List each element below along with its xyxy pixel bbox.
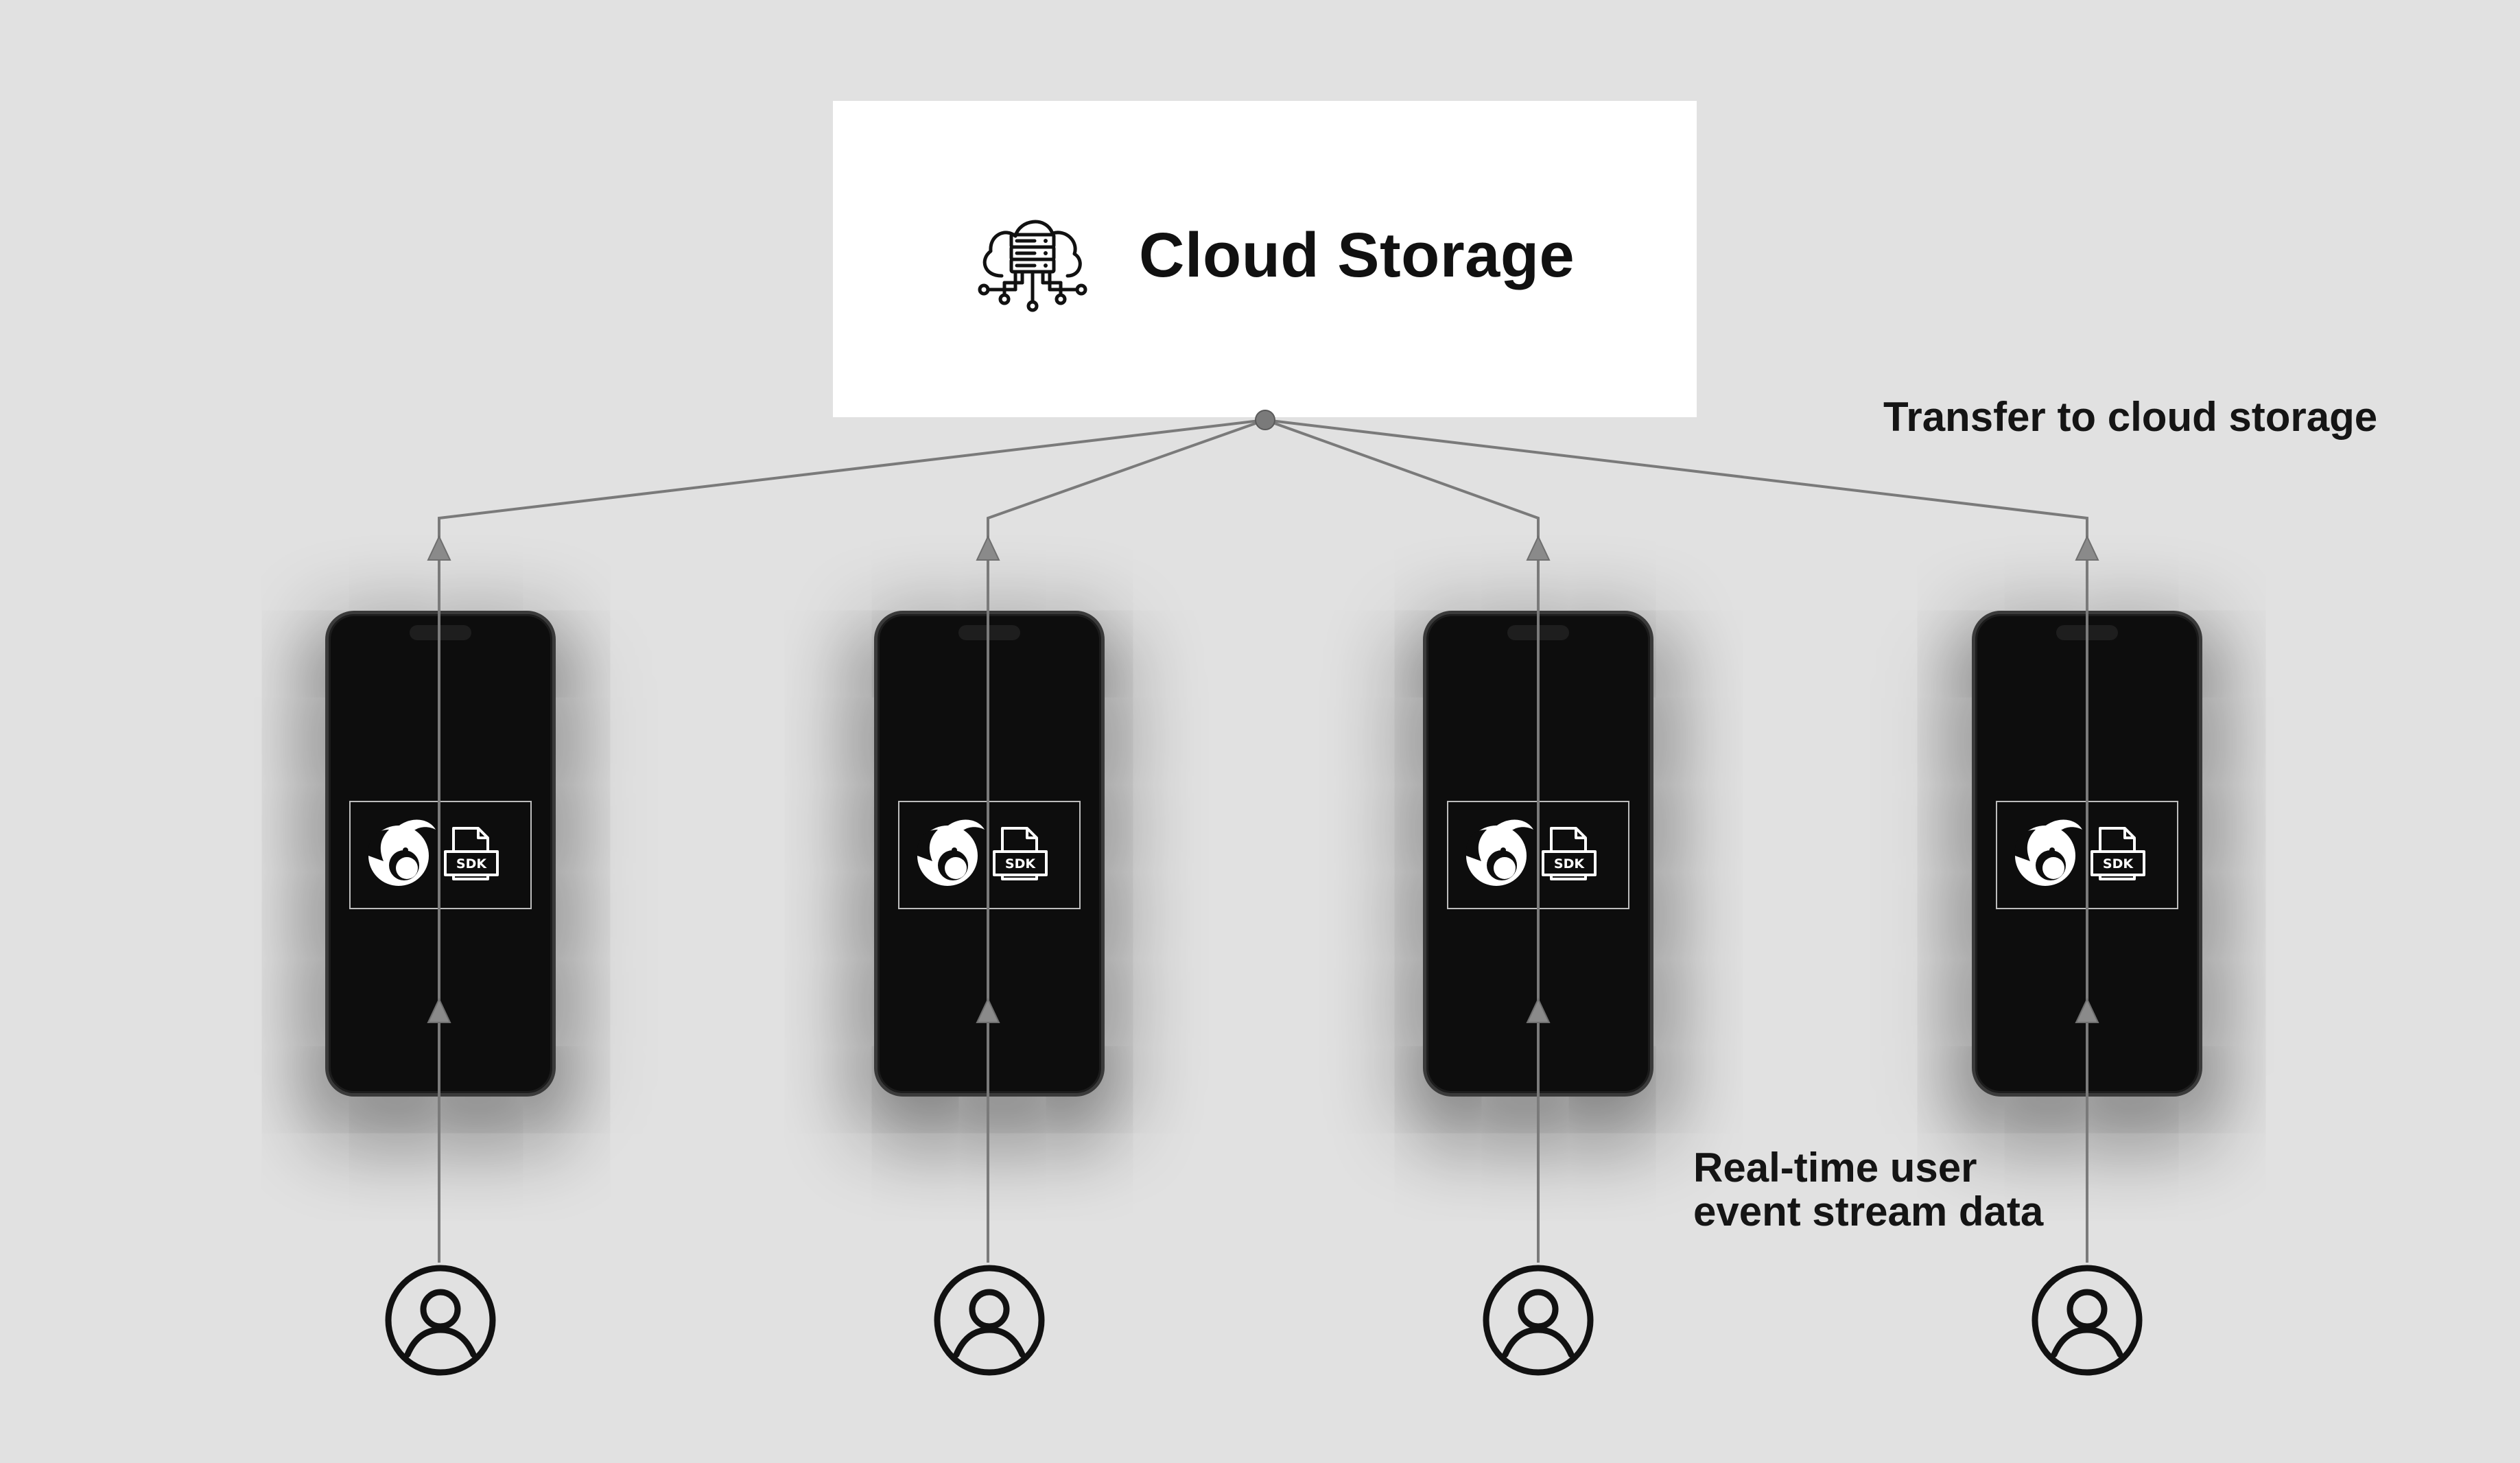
arrow-up-icon <box>976 535 1000 561</box>
arrow-up-icon <box>2075 535 2099 561</box>
cloud-storage-box <box>833 101 1697 417</box>
connector-line-2 <box>987 419 1266 549</box>
sdk-panel: SDK <box>1996 801 2178 909</box>
sdk-text: SDK <box>456 856 487 871</box>
sdk-panel-icons: SDK <box>1465 819 1597 886</box>
sdk-text: SDK <box>1005 856 1036 871</box>
arrow-up-icon <box>1526 997 1551 1023</box>
sdk-panel-icons: SDK <box>917 819 1048 886</box>
sdk-text: SDK <box>2103 856 2134 871</box>
user-icon <box>2032 1265 2143 1376</box>
mascot-logo-icon <box>368 819 436 886</box>
junction-dot <box>1255 410 1275 430</box>
sdk-panel: SDK <box>349 801 532 909</box>
transfer-label: Transfer to cloud storage <box>1883 394 2378 440</box>
arrow-up-icon <box>976 997 1000 1023</box>
connector-line-1 <box>438 419 1266 549</box>
arrow-up-icon <box>2075 997 2099 1023</box>
arrow-up-icon <box>1526 535 1551 561</box>
sdk-file-icon <box>993 827 1048 880</box>
sdk-file-icon <box>1542 827 1597 880</box>
user-icon <box>385 1265 496 1376</box>
sdk-file-icon <box>2091 827 2145 880</box>
mascot-logo-icon <box>1465 819 1533 886</box>
connector-line-4 <box>1264 419 2088 549</box>
sdk-file-icon <box>444 827 499 880</box>
user-icon <box>1483 1265 1594 1376</box>
mascot-logo-icon <box>917 819 985 886</box>
user-icon <box>934 1265 1045 1376</box>
sdk-panel-icons: SDK <box>2014 819 2145 886</box>
stream-label-line2: event stream data <box>1693 1189 2044 1234</box>
arrow-up-icon <box>427 997 451 1023</box>
mascot-logo-icon <box>2014 819 2082 886</box>
stream-label-line1: Real-time user <box>1693 1145 1977 1191</box>
cloud-server-icon <box>978 220 1087 312</box>
arrow-up-icon <box>427 535 451 561</box>
cloud-storage-title: Cloud Storage <box>1139 220 1575 290</box>
connector-line-3 <box>1264 419 1540 549</box>
sdk-panel-icons: SDK <box>368 819 499 886</box>
sdk-text: SDK <box>1554 856 1585 871</box>
